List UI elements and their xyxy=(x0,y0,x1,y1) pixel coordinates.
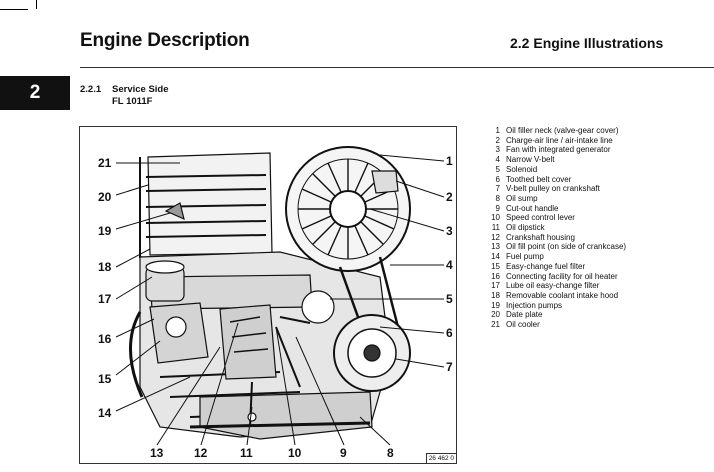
figure-code: 26 462 0 xyxy=(425,453,457,464)
legend-item: 21 Oil cooler xyxy=(486,320,626,330)
legend-text: Connecting facility for oil heater xyxy=(506,271,618,281)
legend-number: 13 xyxy=(491,242,500,252)
legend-text: Fan with integrated generator xyxy=(506,145,611,155)
callout-15: 15 xyxy=(98,372,112,386)
legend-text: Lube oil easy-change filter xyxy=(506,281,600,291)
legend-number: 19 xyxy=(491,300,500,310)
legend-number: 4 xyxy=(495,155,500,165)
legend-item: 12 Crankshaft housing xyxy=(486,233,626,243)
crop-mark xyxy=(36,0,37,9)
crop-mark xyxy=(0,9,28,10)
callout-14: 14 xyxy=(98,406,112,420)
legend-item: 18 Removable coolant intake hood xyxy=(486,291,626,301)
legend-number: 7 xyxy=(495,184,500,194)
legend-number: 11 xyxy=(491,223,500,233)
legend-text: Narrow V-belt xyxy=(506,155,555,165)
page-title: Engine Description xyxy=(80,30,250,51)
legend-number: 17 xyxy=(491,281,500,291)
legend-item: 13 Oil fill point (on side of crankcase) xyxy=(486,242,626,252)
legend-number: 9 xyxy=(495,203,500,213)
legend-number: 16 xyxy=(491,271,500,281)
legend-item: 3 Fan with integrated generator xyxy=(486,145,626,155)
legend-number: 10 xyxy=(491,213,500,223)
legend-item: 8 Oil sump xyxy=(486,194,626,204)
legend-number: 5 xyxy=(495,164,500,174)
legend-text: V-belt pulley on crankshaft xyxy=(506,184,600,194)
callout-21: 21 xyxy=(98,156,112,170)
chapter-tab: 2 xyxy=(0,76,70,110)
legend-number: 15 xyxy=(491,261,500,271)
callout-9: 9 xyxy=(340,446,347,460)
callout-19: 19 xyxy=(98,224,112,238)
legend-text: Toothed belt cover xyxy=(506,174,572,184)
legend-text: Oil dipstick xyxy=(506,223,545,233)
legend-text: Oil sump xyxy=(506,193,538,203)
legend-text: Injection pumps xyxy=(506,300,563,310)
subsection-number: 2.2.1 xyxy=(80,84,102,95)
callout-12: 12 xyxy=(194,446,208,460)
subsection-model: FL 1011F xyxy=(112,96,153,107)
legend-number: 21 xyxy=(491,320,500,330)
subsection-title: Service Side xyxy=(112,84,169,95)
legend-text: Oil cooler xyxy=(506,320,540,330)
legend-item: 17 Lube oil easy-change filter xyxy=(486,281,626,291)
callout-4: 4 xyxy=(446,258,453,272)
legend-text: Fuel pump xyxy=(506,252,544,262)
legend-number: 18 xyxy=(491,290,500,300)
legend-item: 2 Charge-air line / air-intake line xyxy=(486,136,626,146)
header-divider xyxy=(80,67,714,68)
legend-item: 19 Injection pumps xyxy=(486,301,626,311)
engine-drawing: 21 20 19 18 17 16 15 14 13 12 11 10 9 8 … xyxy=(98,146,453,460)
legend-text: Easy-change fuel filter xyxy=(506,261,586,271)
legend-text: Solenoid xyxy=(506,164,538,174)
legend-item: 20 Date plate xyxy=(486,310,626,320)
legend-text: Date plate xyxy=(506,310,543,320)
legend-item: 7 V-belt pulley on crankshaft xyxy=(486,184,626,194)
legend-number: 2 xyxy=(495,135,500,145)
legend-number: 8 xyxy=(495,193,500,203)
section-title: 2.2 Engine Illustrations xyxy=(510,35,664,51)
callout-18: 18 xyxy=(98,260,112,274)
legend-item: 14 Fuel pump xyxy=(486,252,626,262)
callout-2: 2 xyxy=(446,190,453,204)
legend-number: 3 xyxy=(495,145,500,155)
parts-legend: 1 Oil filler neck (valve-gear cover) 2 Cha… xyxy=(486,126,626,330)
subsection-heading: 2.2.1 Service Side FL 1011F xyxy=(80,84,169,108)
callout-17: 17 xyxy=(98,292,112,306)
callout-6: 6 xyxy=(446,326,453,340)
callout-11: 11 xyxy=(240,446,253,460)
legend-item: 15 Easy-change fuel filter xyxy=(486,262,626,272)
legend-number: 14 xyxy=(491,252,500,262)
legend-item: 11 Oil dipstick xyxy=(486,223,626,233)
legend-item: 5 Solenoid xyxy=(486,165,626,175)
legend-text: Cut-out handle xyxy=(506,203,559,213)
legend-item: 16 Connecting facility for oil heater xyxy=(486,272,626,282)
callout-20: 20 xyxy=(98,190,112,204)
legend-item: 6 Toothed belt cover xyxy=(486,175,626,185)
callout-16: 16 xyxy=(98,332,112,346)
legend-text: Oil fill point (on side of crankcase) xyxy=(506,242,627,252)
legend-text: Crankshaft housing xyxy=(506,232,575,242)
legend-number: 6 xyxy=(495,174,500,184)
legend-item: 1 Oil filler neck (valve-gear cover) xyxy=(486,126,626,136)
legend-number: 20 xyxy=(491,310,500,320)
legend-text: Oil filler neck (valve-gear cover) xyxy=(506,126,619,135)
callout-7: 7 xyxy=(446,360,453,374)
legend-item: 4 Narrow V-belt xyxy=(486,155,626,165)
callout-8: 8 xyxy=(387,446,394,460)
callout-5: 5 xyxy=(446,292,453,306)
callout-10: 10 xyxy=(288,446,302,460)
callout-13: 13 xyxy=(150,446,164,460)
engine-figure: 21 20 19 18 17 16 15 14 13 12 11 10 9 8 … xyxy=(79,126,457,464)
legend-number: 12 xyxy=(491,232,500,242)
legend-text: Speed control lever xyxy=(506,213,575,223)
legend-text: Charge-air line / air-intake line xyxy=(506,135,613,145)
legend-item: 9 Cut-out handle xyxy=(486,204,626,214)
callout-3: 3 xyxy=(446,224,453,238)
legend-number: 1 xyxy=(495,126,500,135)
legend-item: 10 Speed control lever xyxy=(486,213,626,223)
legend-text: Removable coolant intake hood xyxy=(506,290,619,300)
callout-1: 1 xyxy=(446,154,453,168)
